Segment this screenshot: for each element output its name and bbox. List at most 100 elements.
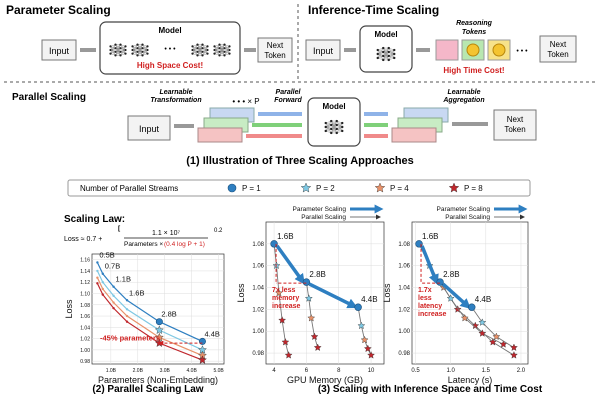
cost-note-line: increase (272, 303, 301, 310)
net-edge (142, 49, 148, 56)
y-tick-label: 1.06 (398, 264, 410, 270)
net-node (341, 121, 344, 125)
param-scaling-arrow (308, 282, 358, 309)
net-node (393, 56, 396, 60)
size-label: 2.8B (161, 310, 176, 319)
net-edge (325, 124, 332, 132)
parallel-scaling-title: Parallel Scaling (12, 92, 86, 103)
star-marker-icon (357, 321, 366, 330)
net-node (146, 52, 149, 55)
net-node (109, 48, 112, 52)
caption-inference-cost: (3) Scaling with Inference Space and Tim… (318, 384, 543, 395)
net-edge (388, 53, 395, 61)
data-point (125, 299, 129, 302)
y-tick-label: 1.08 (398, 242, 410, 248)
input-box (305, 39, 341, 61)
data-point (112, 301, 115, 304)
data-point (101, 293, 104, 296)
y-tick-label: 1.00 (252, 329, 264, 335)
small-model-box (307, 97, 361, 147)
net-node (223, 47, 226, 50)
data-point-marker (154, 325, 164, 334)
circle-marker-icon (436, 278, 444, 286)
cost-note-line: 7x less (272, 287, 295, 294)
net-node (335, 131, 338, 135)
net-edge (214, 44, 220, 54)
net-edge (110, 44, 116, 54)
star-marker-icon (363, 344, 372, 353)
size-label: 0.5B (99, 250, 114, 259)
net-edge (197, 44, 203, 52)
star-marker-icon (360, 335, 369, 344)
net-node (387, 46, 390, 50)
learnable-agg-line1: Learnable (447, 89, 480, 96)
net-node (119, 50, 122, 53)
data-point-marker (197, 355, 207, 364)
y-axis-label: Loss (382, 283, 392, 303)
y-axis-label: Loss (236, 283, 246, 303)
star-marker-icon (374, 182, 386, 193)
net-edge (219, 44, 225, 56)
net-edge (137, 48, 143, 56)
net-node (206, 45, 209, 48)
reasoning-tokens-line2: Tokens (462, 29, 486, 36)
data-point-marker (155, 318, 163, 326)
net-node (376, 56, 379, 60)
equation-power: 0.2 (214, 228, 223, 234)
net-edge (110, 44, 116, 51)
star-marker-icon (478, 329, 487, 337)
net-node (119, 54, 122, 57)
star-marker-icon (446, 294, 455, 302)
parallel-forward-line2: Forward (274, 97, 302, 104)
size-label: 1.1B (116, 275, 131, 284)
net-node (131, 45, 134, 48)
cost-note-line: 1.7x (418, 287, 432, 294)
star-marker-icon (510, 351, 518, 359)
y-tick-label: 0.98 (80, 359, 90, 365)
size-label: 0.7B (105, 262, 120, 271)
star-marker-icon (300, 182, 312, 193)
y-axis-label: Loss (64, 299, 74, 319)
neural-network-icon (376, 46, 396, 62)
net-node (228, 52, 231, 55)
net-node (191, 52, 194, 55)
size-label: 2.8B (443, 270, 459, 279)
star-marker-icon (460, 313, 469, 322)
star-marker-icon (307, 313, 316, 322)
net-node (196, 43, 199, 46)
net-node (228, 48, 231, 52)
parallel-path (471, 306, 515, 348)
large-model-box (99, 21, 241, 75)
net-edge (377, 51, 384, 59)
y-tick-label: 1.06 (252, 264, 264, 270)
net-node (114, 43, 117, 46)
net-node (213, 45, 216, 48)
net-edge (115, 48, 121, 56)
star-marker-icon (304, 294, 313, 302)
series-line (96, 283, 203, 361)
net-node (114, 47, 117, 50)
net-node (335, 123, 338, 127)
param-scaling-arrow (275, 244, 305, 285)
input-label: Input (313, 46, 334, 56)
data-point (96, 282, 99, 285)
net-node (382, 58, 385, 62)
y-tick-label: 1.02 (398, 307, 410, 313)
net-edge (224, 46, 230, 52)
x-tick-label: 6 (305, 368, 309, 374)
net-node (114, 50, 117, 53)
circle-marker-icon (468, 303, 476, 311)
equation-denominator-b: (0.4 log P + 1) (164, 241, 205, 248)
y-tick-label: 1.10 (80, 291, 90, 297)
net-edge (383, 51, 389, 61)
y-tick-label: 1.02 (252, 307, 264, 313)
net-node (330, 131, 333, 135)
input-box (41, 39, 77, 61)
net-node (114, 54, 117, 57)
legend-frame (67, 179, 531, 197)
star-marker-icon (275, 288, 283, 297)
model-label: Model (158, 26, 181, 35)
x-tick-label: 4 (272, 368, 276, 374)
data-point (96, 269, 99, 273)
